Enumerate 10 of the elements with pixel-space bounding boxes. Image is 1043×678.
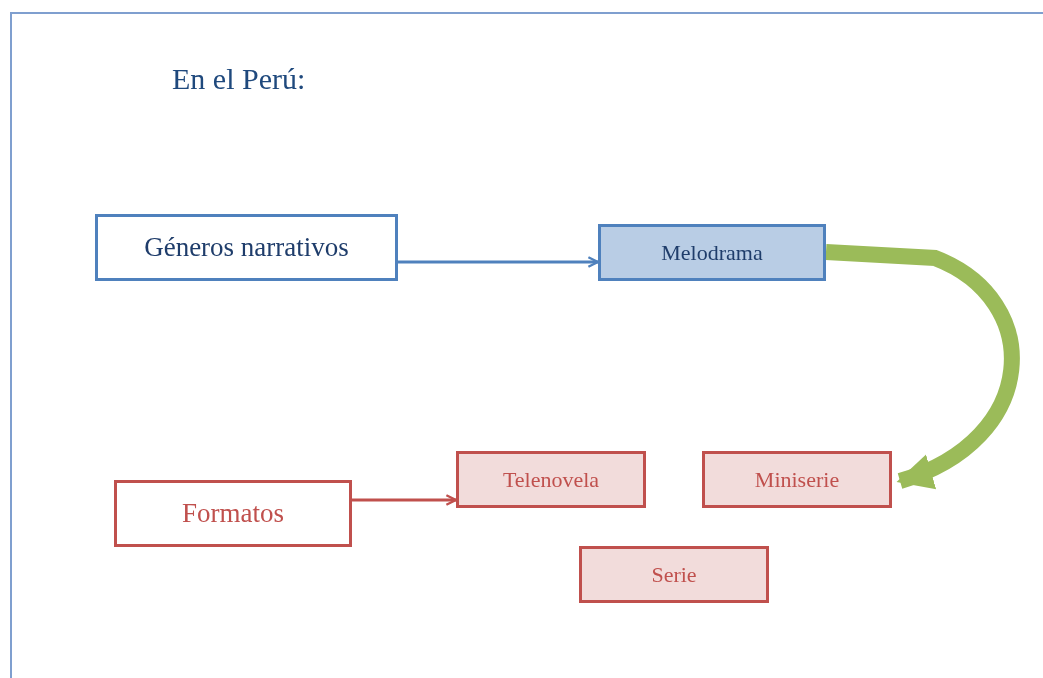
arrow [352, 494, 458, 506]
process-box: Formatos [114, 480, 352, 547]
process-box: Géneros narrativos [95, 214, 398, 281]
title: En el Perú: [172, 61, 306, 97]
process-box: Telenovela [456, 451, 646, 508]
process-box: Serie [579, 546, 769, 603]
process-box: Melodrama [598, 224, 826, 281]
process-box: Miniserie [702, 451, 892, 508]
arrow [398, 256, 600, 268]
arrow [825, 244, 1020, 489]
